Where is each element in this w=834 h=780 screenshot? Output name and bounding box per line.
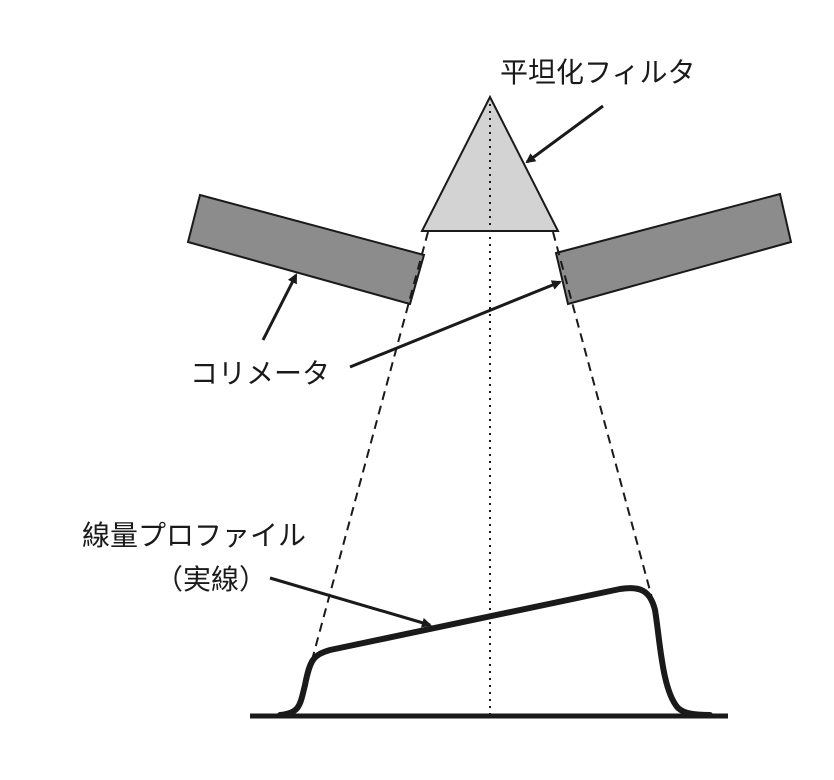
profile-label-line1: 線量プロファイル <box>82 519 306 552</box>
collimator-left <box>186 193 426 306</box>
collimator-label: コリメータ <box>190 357 330 390</box>
profile-label-line2: （実線） <box>155 563 267 596</box>
beam-edge-right <box>552 231 653 599</box>
dose-profile-curve <box>277 585 713 718</box>
collimator-right <box>554 192 793 306</box>
filter-arrow <box>525 104 604 164</box>
filter-label: 平坦化フィルタ <box>500 56 695 89</box>
profile-arrow <box>269 576 432 628</box>
collimator-arrow-left <box>261 273 298 341</box>
collimator-arrow-right <box>349 280 562 369</box>
